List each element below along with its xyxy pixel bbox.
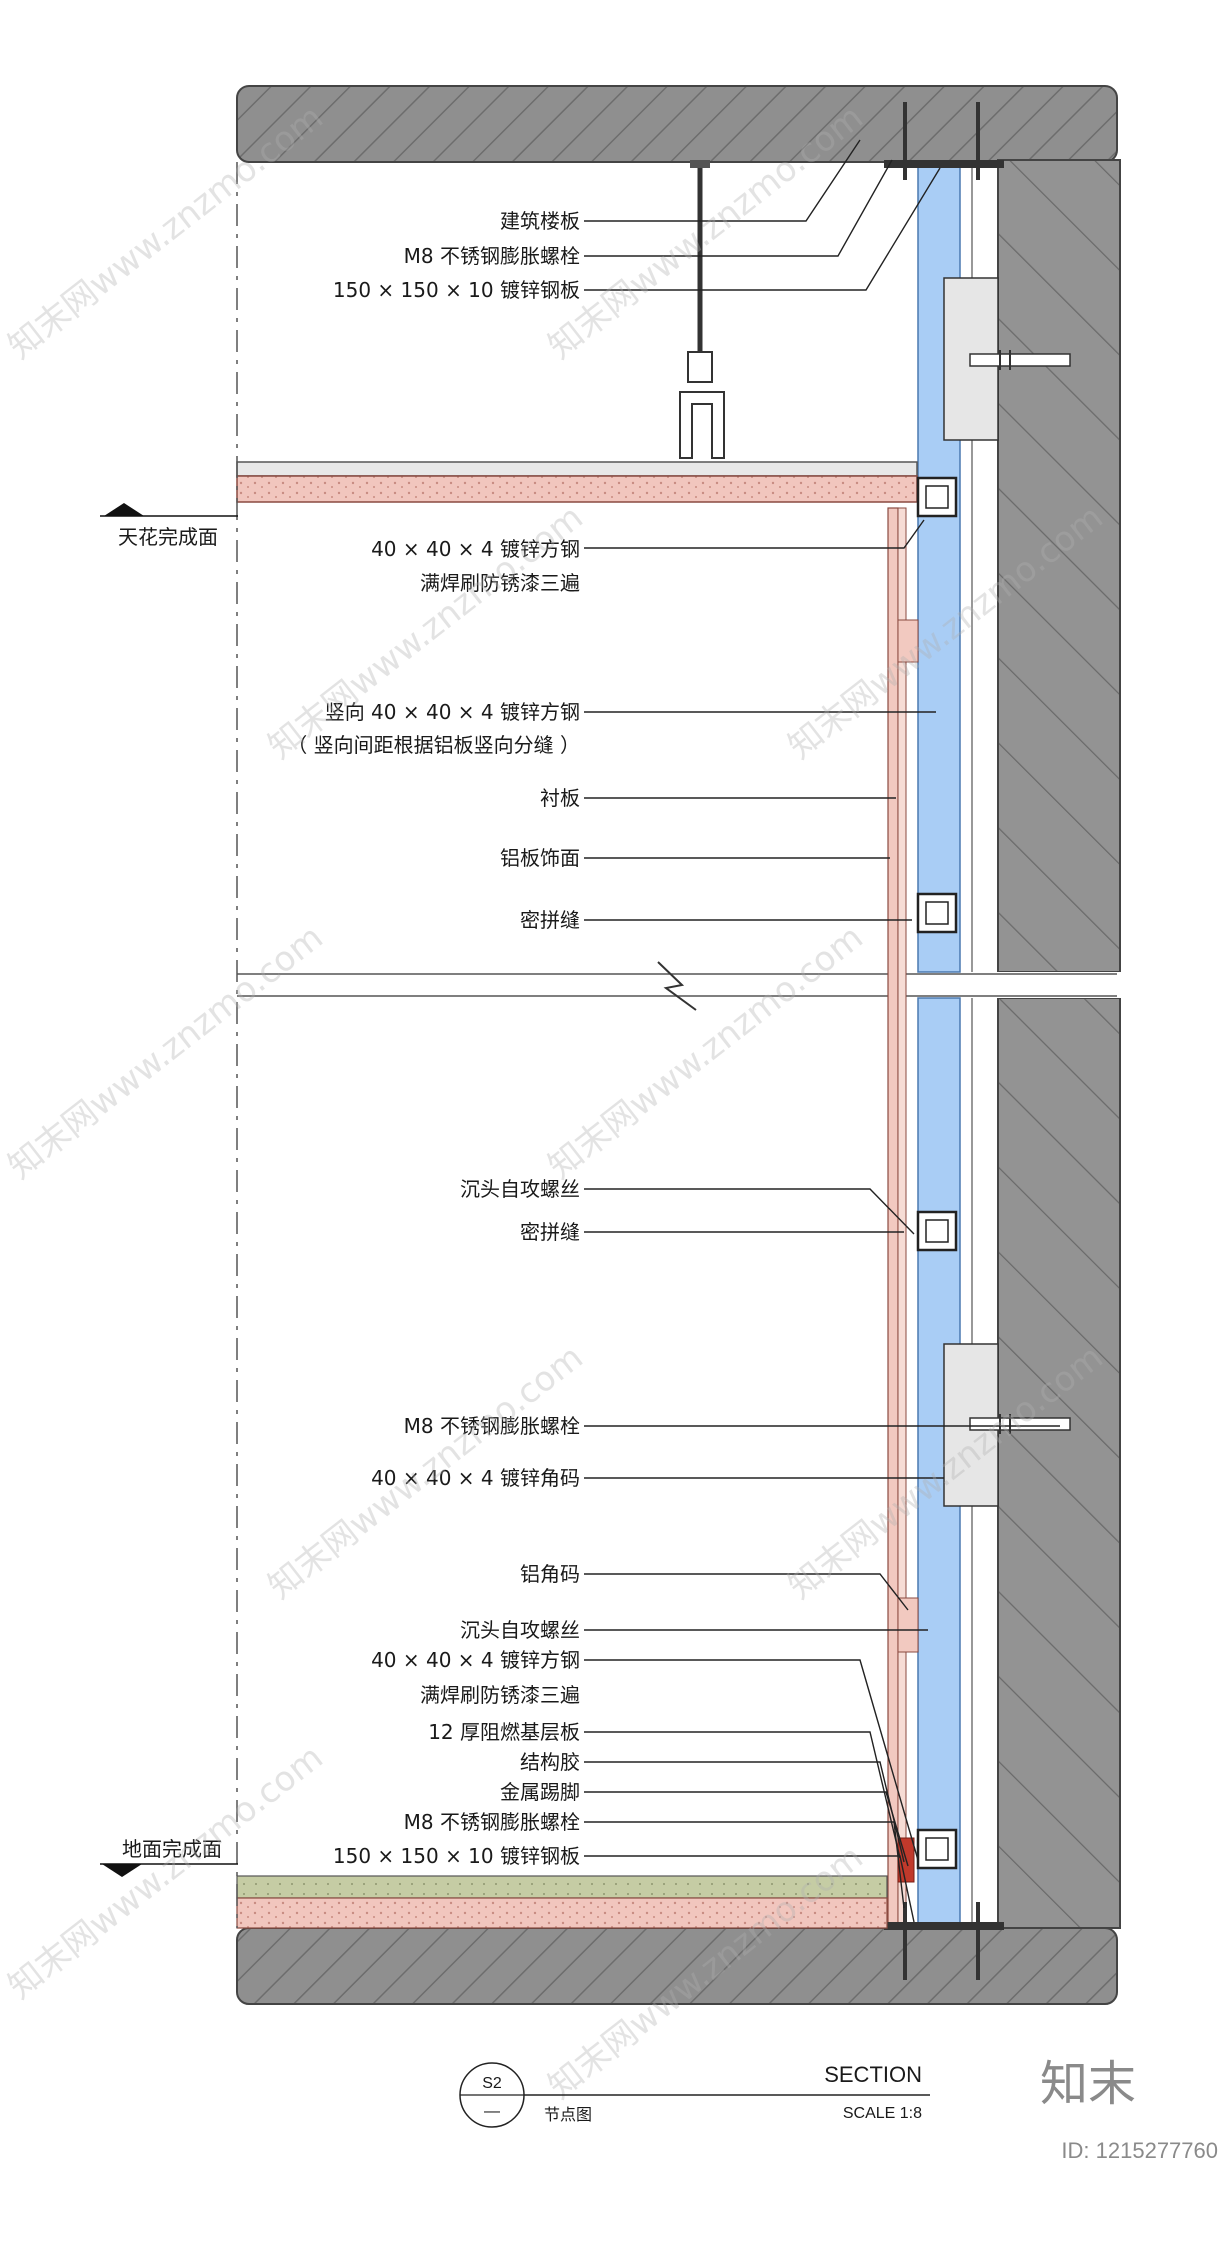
wall-upper-shape xyxy=(997,159,1121,973)
aluminum-panel xyxy=(887,507,899,1929)
label-steel-plate-bottom: 150 × 150 × 10 镀锌钢板 xyxy=(333,1844,580,1868)
title-block: S2 — 节点图 SECTION SCALE 1:8 xyxy=(459,2062,930,2128)
label-angle-steel: 40 × 40 × 4 镀锌角码 xyxy=(371,1466,580,1490)
label-floor-level: 地面完成面 xyxy=(122,1837,222,1861)
brand-id: ID: 1215277760 xyxy=(1061,2138,1218,2163)
label-m8-bolt-bottom: M8 不锈钢膨胀螺栓 xyxy=(404,1810,580,1834)
expansion-bolt-upper xyxy=(969,350,1071,370)
svg-text:知末网www.znzmo.com: 知末网www.znzmo.com xyxy=(1,917,331,1187)
label-floor-slab: 建筑楼板 xyxy=(500,209,580,233)
label-ceiling-level: 天花完成面 xyxy=(118,525,218,549)
ceiling-finish xyxy=(236,475,918,503)
label-screw-1: 沉头自攻螺丝 xyxy=(460,1177,580,1201)
brand-logo: 知末 xyxy=(1040,2056,1136,2112)
floor-level-marker xyxy=(100,1863,238,1877)
title-name: 节点图 xyxy=(544,2106,592,2124)
label-steel-plate-top: 150 × 150 × 10 镀锌钢板 xyxy=(333,278,580,302)
label-m8-bolt-mid: M8 不锈钢膨胀螺栓 xyxy=(404,1414,580,1438)
label-screw-2: 沉头自攻螺丝 xyxy=(460,1618,580,1642)
expansion-bolt-lower xyxy=(969,1414,1071,1434)
floor-slab-shape xyxy=(236,85,1118,163)
label-aluminum-angle: 铝角码 xyxy=(520,1562,580,1586)
svg-text:知末网www.znzmo.com: 知末网www.znzmo.com xyxy=(1,97,331,367)
wall-lower-shape xyxy=(997,997,1121,1929)
ceiling-board xyxy=(236,461,918,477)
ceiling-level-marker xyxy=(100,503,238,517)
break-symbol xyxy=(657,961,697,1011)
title-code: S2 xyxy=(482,2075,502,2092)
label-square-steel-top-1: 40 × 40 × 4 镀锌方钢 xyxy=(371,537,580,561)
label-metal-skirting: 金属踢脚 xyxy=(500,1780,580,1804)
label-aluminum-finish: 铝板饰面 xyxy=(500,846,580,870)
floor-base xyxy=(236,1897,888,1929)
label-square-steel-bot-2: 满焊刷防锈漆三遍 xyxy=(420,1683,580,1707)
steel-tube-top xyxy=(916,476,958,518)
steel-tube-mid2 xyxy=(916,1210,958,1252)
label-structural-glue: 结构胶 xyxy=(520,1750,580,1774)
leader-lines xyxy=(584,139,1060,1923)
steel-tube-bottom xyxy=(916,1828,958,1870)
label-vertical-steel-1: 竖向 40 × 40 × 4 镀锌方钢 xyxy=(325,700,580,724)
svg-text:知末网www.znzmo.com: 知末网www.znzmo.com xyxy=(541,917,871,1187)
label-m8-bolt-top: M8 不锈钢膨胀螺栓 xyxy=(404,244,580,268)
label-square-steel-bot-1: 40 × 40 × 4 镀锌方钢 xyxy=(371,1648,580,1672)
label-vertical-steel-2: （ 竖向间距根据铝板竖向分缝 ） xyxy=(287,733,580,757)
label-backing-board: 衬板 xyxy=(540,786,580,810)
label-tight-joint-top: 密拼缝 xyxy=(520,908,580,932)
title-section: SECTION xyxy=(824,2062,922,2087)
label-tight-joint-bottom: 密拼缝 xyxy=(520,1220,580,1244)
label-fire-board: 12 厚阻燃基层板 xyxy=(428,1720,580,1744)
steel-tube-mid1 xyxy=(916,892,958,934)
title-scale: SCALE 1:8 xyxy=(843,2105,922,2122)
label-square-steel-top-2: 满焊刷防锈漆三遍 xyxy=(420,571,580,595)
title-sheet: — xyxy=(484,2103,500,2120)
